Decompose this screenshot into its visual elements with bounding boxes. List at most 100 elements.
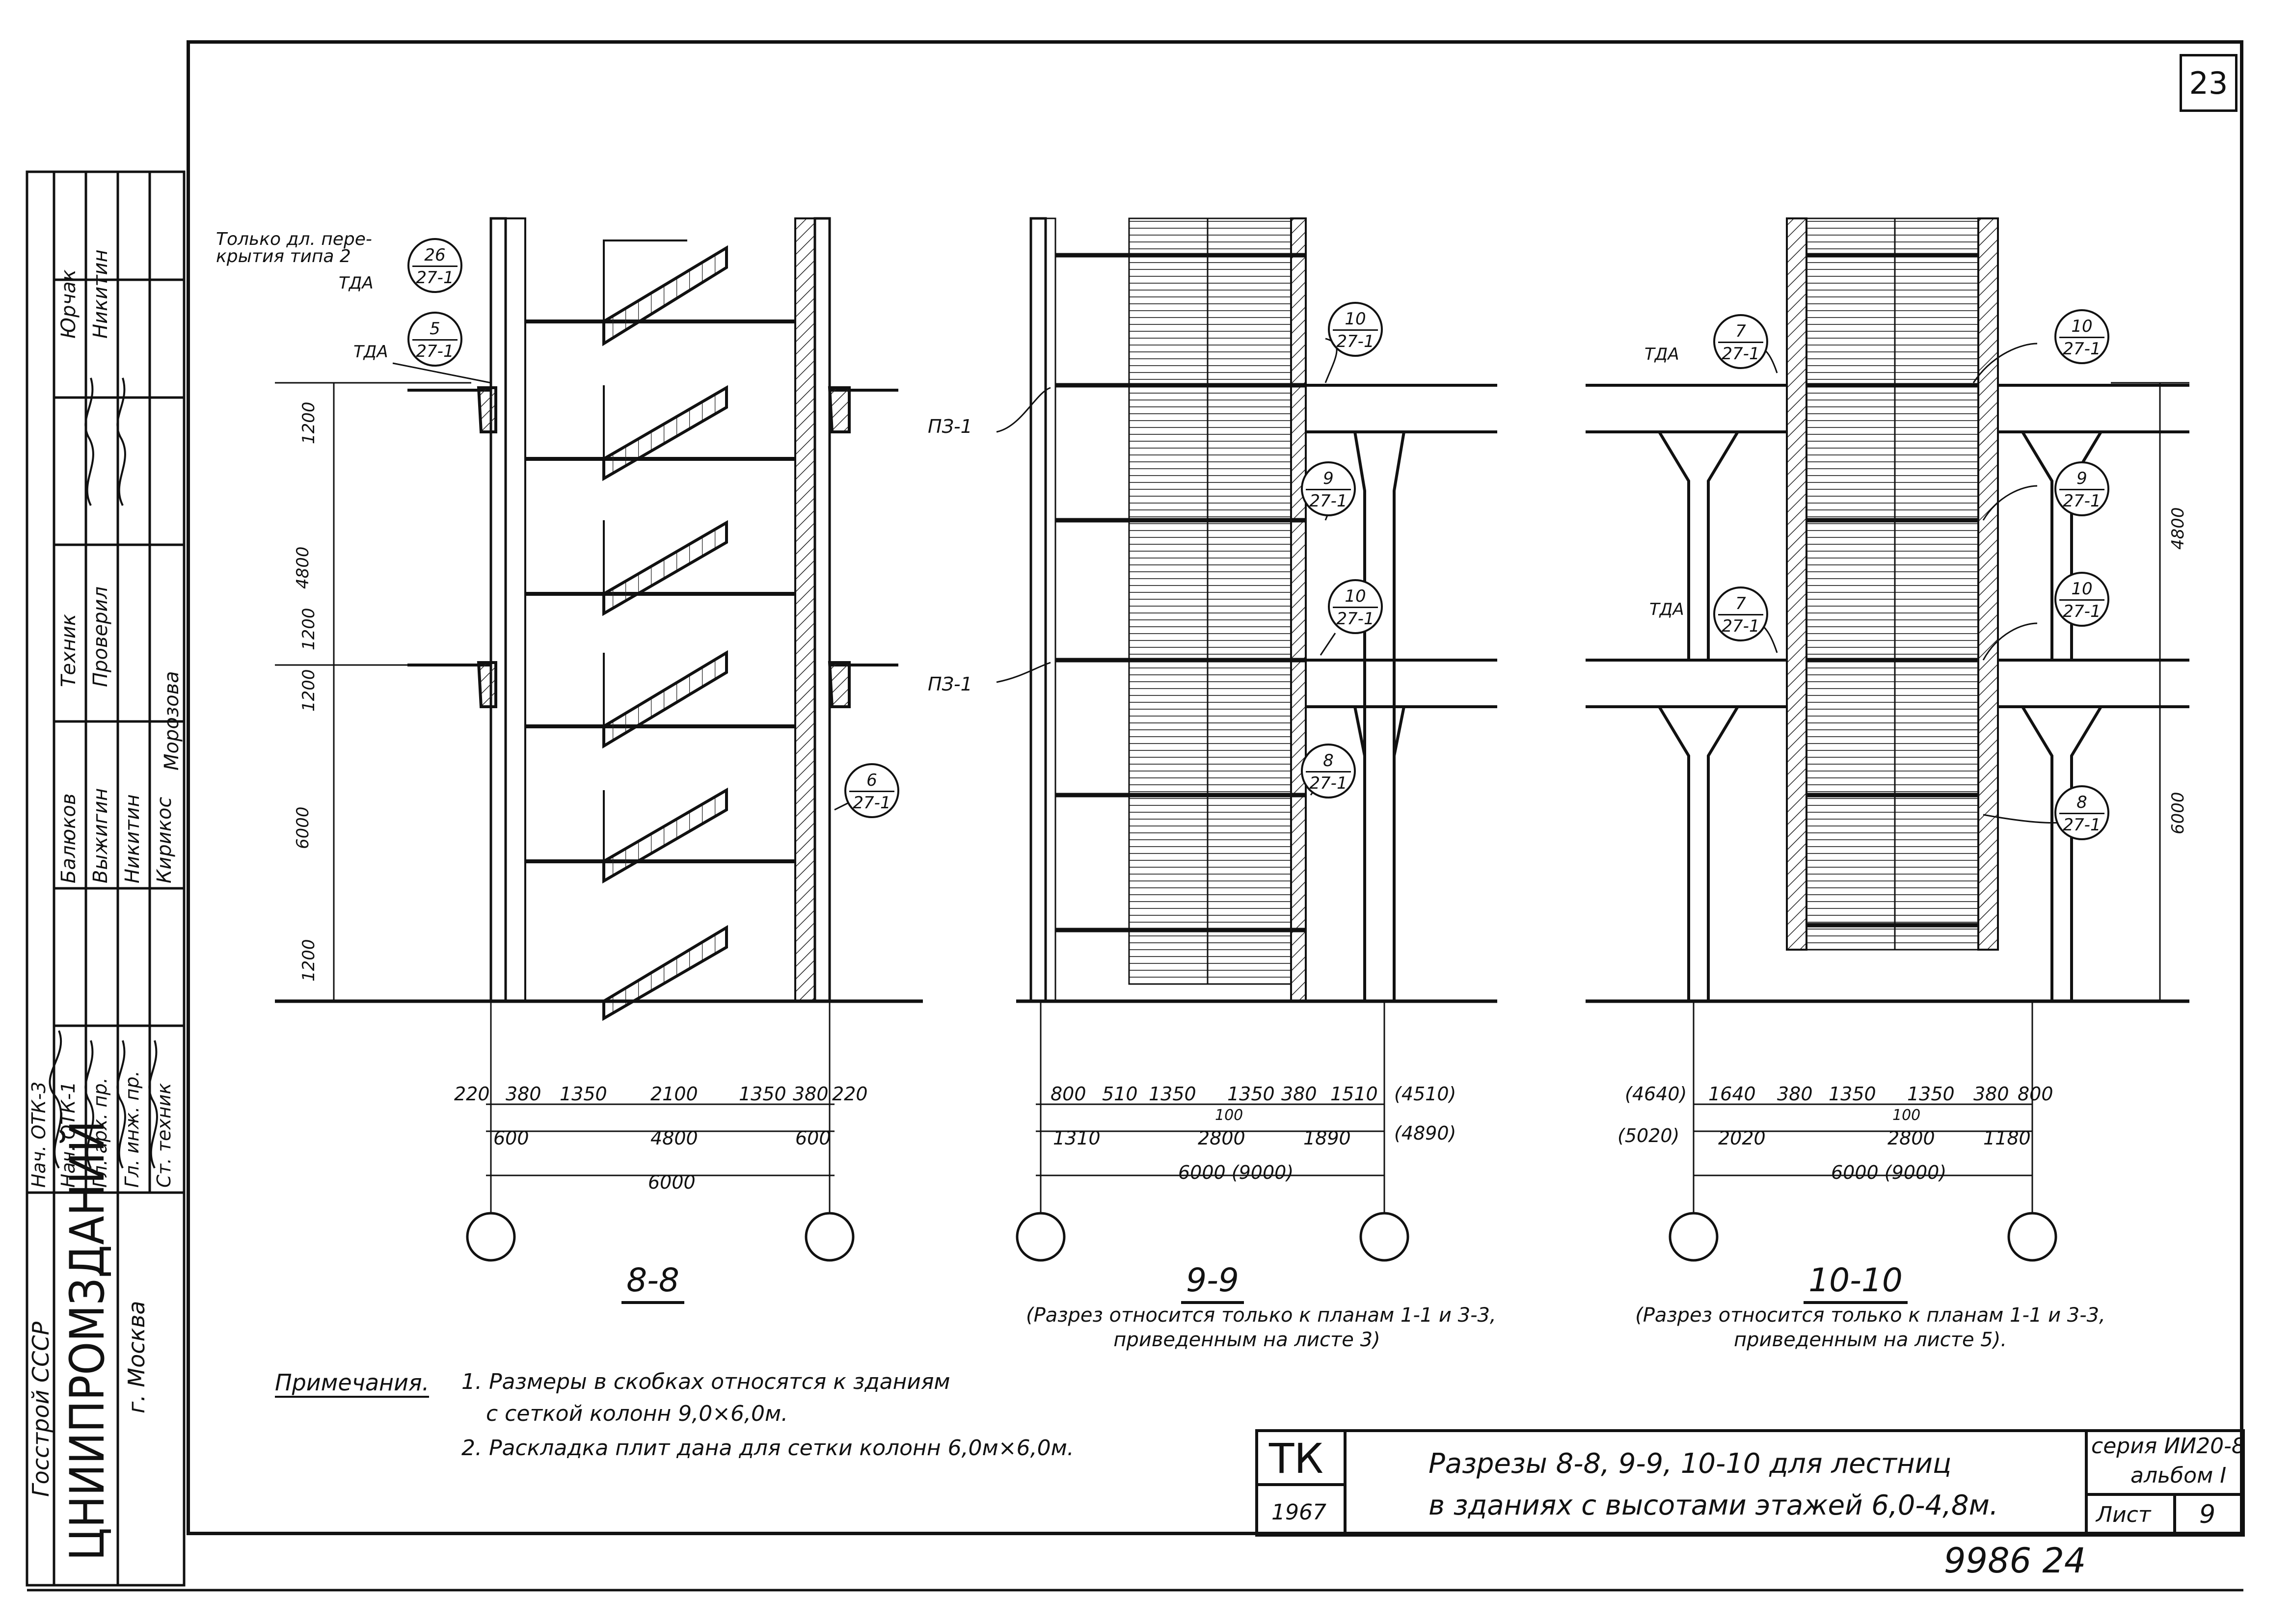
hdim: 6000 (9000) (1831, 1162, 1947, 1183)
drawing-title-line1: Разрезы 8-8, 9-9, 10-10 для лестниц (1429, 1448, 1952, 1480)
section-title: 9-9 (1163, 1261, 1262, 1304)
sheet-number: 9 (2199, 1500, 2216, 1529)
album-label: альбом I (2130, 1463, 2227, 1488)
tda-label: ТДА (339, 273, 374, 293)
vdim: 1200 (299, 401, 319, 444)
tda-label: ТДА (1644, 345, 1679, 364)
hdim: 1350 (739, 1083, 786, 1105)
stamp-name: Кирикос (153, 797, 176, 883)
section-10-10-graphic (1586, 217, 2189, 1262)
drawing-title-line2: в зданиях с высотами этажей 6,0-4,8м. (1429, 1490, 1998, 1521)
title-block-lines (1255, 1429, 2245, 1537)
hdim: 220 (832, 1083, 868, 1105)
vdim: 1200 (299, 669, 319, 712)
hdim: 1350 (1227, 1083, 1275, 1105)
notes-line: 1. Размеры в скобках относятся к зданиям (461, 1369, 950, 1394)
notes-block: Примечания. 1. Размеры в скобках относят… (275, 1369, 1074, 1461)
section-9-9-graphic (996, 217, 1497, 1262)
hdim: 2800 (1198, 1127, 1245, 1149)
vdim: 4800 (293, 546, 313, 589)
hdim: 600 (493, 1127, 529, 1149)
stamp-upper-name: Никитин (89, 249, 112, 339)
stamp-upper-role: Проверил (89, 586, 112, 687)
stamp-city: г. Москва (123, 1301, 150, 1413)
stamp-role: Нач. ОТК-3 (28, 1081, 50, 1188)
notes-line: 2. Раскладка плит дана для сетки колонн … (461, 1436, 1074, 1461)
hdim: 100 (1892, 1107, 1921, 1124)
hdim: 1510 (1330, 1083, 1378, 1105)
left-stamp-grid (26, 170, 186, 1587)
hdim: 380 (1777, 1083, 1813, 1105)
stamp-name: Морозова (161, 671, 183, 771)
archive-number: 9986 24 (1944, 1541, 2086, 1581)
title-mark: ТК (1269, 1435, 1323, 1483)
hdim: 2020 (1718, 1127, 1766, 1149)
hdim: 1350 (1149, 1083, 1196, 1105)
hdim: 1640 (1708, 1083, 1756, 1105)
stamp-role: Гл. инж. пр. (121, 1070, 143, 1188)
hdim: 800 (2018, 1083, 2053, 1105)
hdim: 2800 (1887, 1127, 1935, 1149)
hdim: (4890) (1394, 1122, 1456, 1144)
panel-label: ПЗ-1 (928, 673, 972, 695)
section-title: 10-10 (1797, 1261, 1914, 1304)
hdim: 380 (506, 1083, 541, 1105)
hdim: 600 (795, 1127, 831, 1149)
stamp-name: Балюков (57, 793, 80, 883)
hdim: 380 (1281, 1083, 1317, 1105)
vdim: 6000 (2168, 792, 2188, 834)
hdim: (4640) (1625, 1083, 1687, 1105)
note-top-line1: Только дл. пере- (216, 229, 372, 249)
section-title: 8-8 (604, 1261, 702, 1304)
tda-label: ТДА (1649, 600, 1684, 619)
notes-heading: Примечания. (275, 1369, 430, 1398)
hdim: 1180 (1983, 1127, 2031, 1149)
hdim: 1350 (560, 1083, 607, 1105)
vdim: 4800 (2168, 507, 2188, 550)
stamp-role: Ст. техник (153, 1083, 175, 1188)
tda-label: ТДА (353, 342, 388, 362)
sheet-label: Лист (2096, 1502, 2151, 1527)
notes-line: с сеткой колонн 9,0×6,0м. (486, 1401, 788, 1426)
stamp-role: Нач. ОТК-1 (57, 1081, 79, 1188)
hdim: (5020) (1617, 1125, 1680, 1146)
sheet-frame (187, 40, 2243, 1535)
hdim: 1350 (1829, 1083, 1876, 1105)
stamp-name: Никитин (121, 794, 144, 883)
hdim: 4800 (650, 1127, 698, 1149)
stamp-role: Гл. арх. пр. (89, 1077, 111, 1188)
page-number: 23 (2180, 54, 2237, 112)
hdim: 510 (1102, 1083, 1138, 1105)
hdim: 800 (1051, 1083, 1086, 1105)
panel-label: ПЗ-1 (928, 416, 972, 437)
title-year: 1967 (1271, 1500, 1326, 1525)
vdim: 1200 (299, 939, 319, 982)
hdim: 6000 (648, 1171, 696, 1193)
section-subtitle: (Разрез относится только к планам 1-1 и … (1026, 1304, 1496, 1351)
section-subtitle: (Разрез относится только к планам 1-1 и … (1635, 1304, 2105, 1351)
section-8-8-graphic (275, 217, 923, 1262)
hdim: 1890 (1303, 1127, 1351, 1149)
hdim: 1310 (1053, 1127, 1101, 1149)
vdim: 1200 (299, 608, 319, 650)
hdim: 2100 (650, 1083, 698, 1105)
series-label: серия ИИ20-8 (2091, 1434, 2245, 1459)
hdim: (4510) (1394, 1083, 1456, 1105)
hdim: 220 (454, 1083, 490, 1105)
stamp-upper-name: Юрчак (57, 269, 80, 339)
hdim: 380 (793, 1083, 829, 1105)
hdim: 100 (1215, 1107, 1243, 1124)
